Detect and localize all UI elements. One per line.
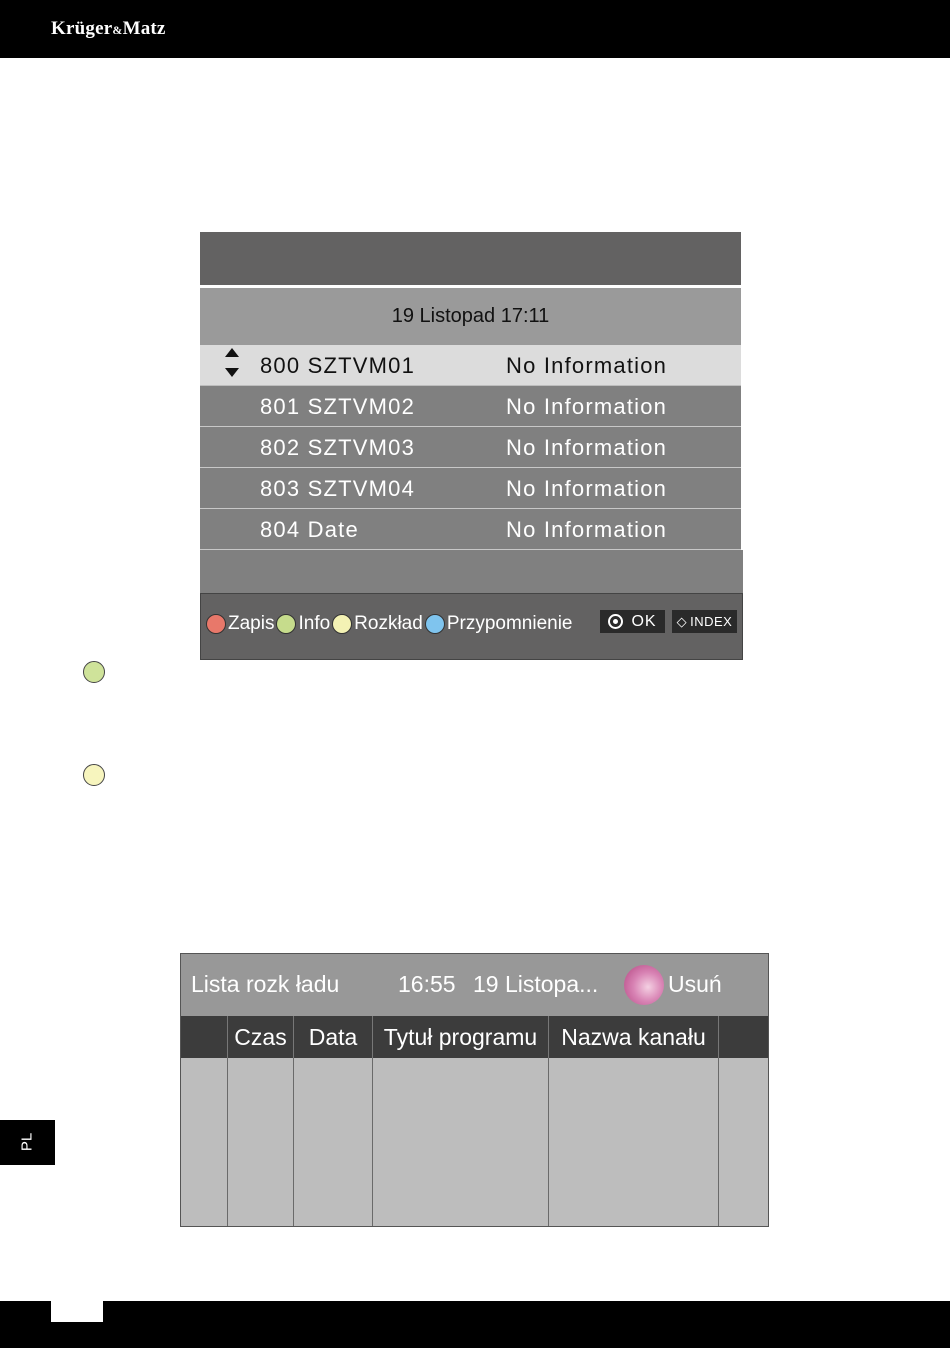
brand-name-part1: Krüger xyxy=(51,18,112,39)
schedule-date: 19 Listopa... xyxy=(473,971,598,998)
channel-row[interactable]: 801 SZTVM02 No Information xyxy=(200,386,741,427)
delete-button-icon[interactable] xyxy=(624,965,664,1005)
schedule-cell xyxy=(373,1100,549,1142)
record-label: Zapis xyxy=(228,613,274,635)
program-info: No Information xyxy=(506,476,667,502)
schedule-cell xyxy=(294,1058,373,1100)
schedule-cell xyxy=(719,1142,768,1184)
schedule-row[interactable] xyxy=(181,1058,768,1100)
schedule-cell xyxy=(181,1142,228,1184)
yellow-button-icon xyxy=(332,614,352,634)
channel-name: 803 SZTVM04 xyxy=(260,476,415,502)
column-header-channel: Nazwa kanału xyxy=(549,1016,719,1058)
page-number-box xyxy=(51,1301,103,1322)
info-hint[interactable]: Info xyxy=(276,613,330,635)
channel-name: 804 Date xyxy=(260,517,359,543)
green-button-icon xyxy=(276,614,296,634)
schedule-cell xyxy=(228,1100,294,1142)
epg-header-bar xyxy=(200,232,741,285)
program-info: No Information xyxy=(506,435,667,461)
green-bullet-icon xyxy=(83,661,105,683)
delete-label: Usuń xyxy=(668,971,722,998)
yellow-bullet-icon xyxy=(83,764,105,786)
channel-row[interactable]: 803 SZTVM04 No Information xyxy=(200,468,741,509)
schedule-cell xyxy=(373,1184,549,1226)
column-header-date: Data xyxy=(294,1016,373,1058)
schedule-cell xyxy=(549,1100,719,1142)
blue-button-icon xyxy=(425,614,445,634)
schedule-cell xyxy=(181,1100,228,1142)
program-info: No Information xyxy=(506,353,667,379)
program-info: No Information xyxy=(506,517,667,543)
brand-ampersand: & xyxy=(112,23,122,37)
schedule-time: 16:55 xyxy=(398,971,456,998)
epg-date-time: 19 Listopad 17:11 xyxy=(200,288,741,345)
epg-empty-row xyxy=(200,550,743,593)
bottom-bar xyxy=(0,1301,950,1348)
schedule-cell xyxy=(549,1058,719,1100)
schedule-cell xyxy=(294,1142,373,1184)
ok-label: OK xyxy=(631,613,656,631)
schedule-cell xyxy=(373,1058,549,1100)
reminder-label: Przypomnienie xyxy=(447,613,573,635)
schedule-cell xyxy=(228,1058,294,1100)
epg-footer: Zapis Info Rozkład Przypomnienie OK ◇IND… xyxy=(200,593,743,660)
channel-row[interactable]: 804 Date No Information xyxy=(200,509,741,550)
schedule-cell xyxy=(294,1184,373,1226)
channel-row[interactable]: 802 SZTVM03 No Information xyxy=(200,427,741,468)
brand-name-part2: Matz xyxy=(123,18,166,39)
info-label: Info xyxy=(298,613,330,635)
schedule-header: Lista rozk ładu 16:55 19 Listopa... Usuń xyxy=(181,954,768,1016)
schedule-row[interactable] xyxy=(181,1142,768,1184)
schedule-cell xyxy=(549,1142,719,1184)
program-info: No Information xyxy=(506,394,667,420)
schedule-row[interactable] xyxy=(181,1100,768,1142)
channel-row[interactable]: 800 SZTVM01 No Information xyxy=(200,345,741,386)
schedule-cell xyxy=(181,1058,228,1100)
schedule-cell xyxy=(373,1142,549,1184)
column-header-time: Czas xyxy=(228,1016,294,1058)
index-label: INDEX xyxy=(690,614,732,629)
channel-list: 800 SZTVM01 No Information 801 SZTVM02 N… xyxy=(200,345,741,550)
column-header-index xyxy=(181,1016,228,1058)
schedule-label: Rozkład xyxy=(354,613,423,635)
ok-button[interactable]: OK xyxy=(600,610,665,633)
index-button[interactable]: ◇INDEX xyxy=(672,610,737,633)
red-button-icon xyxy=(206,614,226,634)
schedule-cell xyxy=(181,1184,228,1226)
channel-name: 800 SZTVM01 xyxy=(260,353,415,379)
schedule-title: Lista rozk ładu xyxy=(191,971,339,998)
dpad-icon: ◇ xyxy=(677,614,688,630)
reminder-hint[interactable]: Przypomnienie xyxy=(425,613,573,635)
language-label: PL xyxy=(19,1133,36,1151)
schedule-cell xyxy=(719,1100,768,1142)
epg-panel: 19 Listopad 17:11 800 SZTVM01 No Informa… xyxy=(200,232,743,660)
schedule-hint[interactable]: Rozkład xyxy=(332,613,423,635)
column-header-title: Tytuł programu xyxy=(373,1016,549,1058)
schedule-cell xyxy=(228,1142,294,1184)
schedule-cell xyxy=(719,1058,768,1100)
channel-name: 801 SZTVM02 xyxy=(260,394,415,420)
top-bar: Krüger&Matz xyxy=(0,0,950,58)
ok-icon xyxy=(608,614,623,629)
schedule-cell xyxy=(719,1184,768,1226)
schedule-row[interactable] xyxy=(181,1184,768,1226)
schedule-column-headers: Czas Data Tytuł programu Nazwa kanału xyxy=(181,1016,768,1058)
scroll-arrows-icon xyxy=(225,348,239,382)
channel-name: 802 SZTVM03 xyxy=(260,435,415,461)
schedule-cell xyxy=(294,1100,373,1142)
schedule-cell xyxy=(549,1184,719,1226)
record-hint[interactable]: Zapis xyxy=(206,613,274,635)
schedule-list-panel: Lista rozk ładu 16:55 19 Listopa... Usuń… xyxy=(180,953,769,1227)
language-tab: PL xyxy=(0,1120,55,1165)
schedule-cell xyxy=(228,1184,294,1226)
column-header-extra xyxy=(719,1016,768,1058)
brand-logo: Krüger&Matz xyxy=(51,18,166,40)
